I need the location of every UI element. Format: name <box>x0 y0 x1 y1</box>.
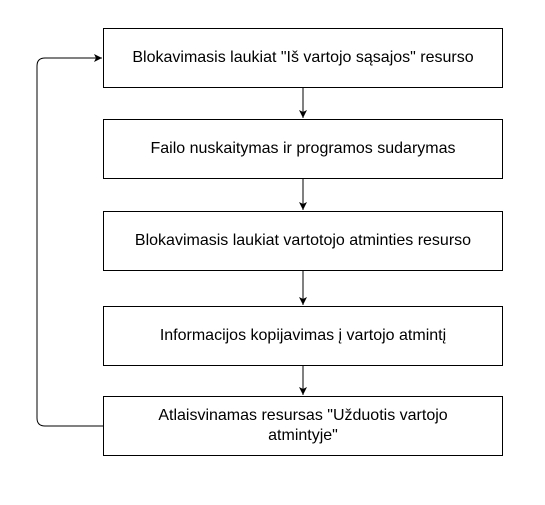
step-box-5: Atlaisvinamas resursas "Užduotis vartojo… <box>103 396 503 456</box>
step-label-4: Informacijos kopijavimas į vartojo atmin… <box>159 327 447 344</box>
loop-back-arrow <box>36 54 103 427</box>
step-label-2: Failo nuskaitymas ir programos sudarymas <box>150 140 456 157</box>
step-box-4: Informacijos kopijavimas į vartojo atmin… <box>103 306 503 366</box>
step-box-3: Blokavimasis laukiat vartotojo atminties… <box>103 211 503 271</box>
step-label-1: Blokavimasis laukiat "Iš vartojo sąsajos… <box>132 49 474 66</box>
step-box-1: Blokavimasis laukiat "Iš vartojo sąsajos… <box>103 28 503 88</box>
step-label-3: Blokavimasis laukiat vartotojo atminties… <box>134 232 472 249</box>
step-box-2: Failo nuskaitymas ir programos sudarymas <box>103 119 503 179</box>
step-label-5: Atlaisvinamas resursas "Užduotis vartojo… <box>158 407 448 444</box>
